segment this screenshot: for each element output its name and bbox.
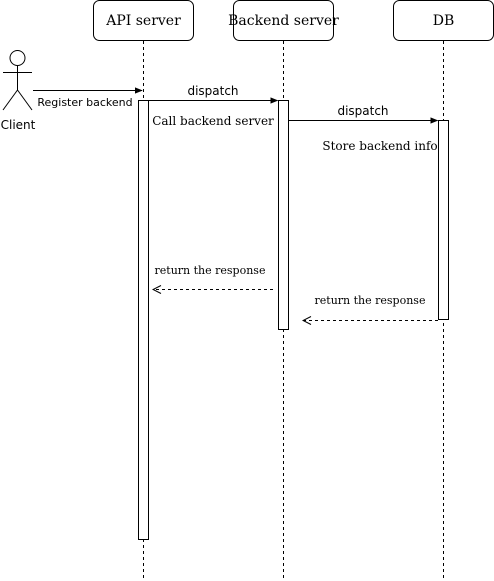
message-label: return the response [155, 264, 266, 277]
message-label: dispatch [187, 84, 238, 98]
note-store-info: Store backend info [322, 139, 437, 153]
message-label: dispatch [337, 104, 388, 118]
participant-backend-server: Backend server [228, 0, 339, 41]
note-call-backend: Call backend server [152, 114, 274, 128]
participant-label: DB [433, 13, 455, 29]
activation-backend [278, 100, 289, 330]
participant-label: API server [105, 13, 181, 29]
participant-label: Backend server [228, 13, 339, 29]
client-actor-icon [2, 50, 33, 111]
activation-api [138, 100, 149, 540]
participant-db: DB [393, 0, 494, 41]
message-label: return the response [315, 294, 426, 307]
activation-db [438, 120, 449, 320]
actor-label: Client [1, 118, 36, 132]
participant-api-server: API server [93, 0, 194, 41]
message-label: Register backend [37, 96, 132, 109]
